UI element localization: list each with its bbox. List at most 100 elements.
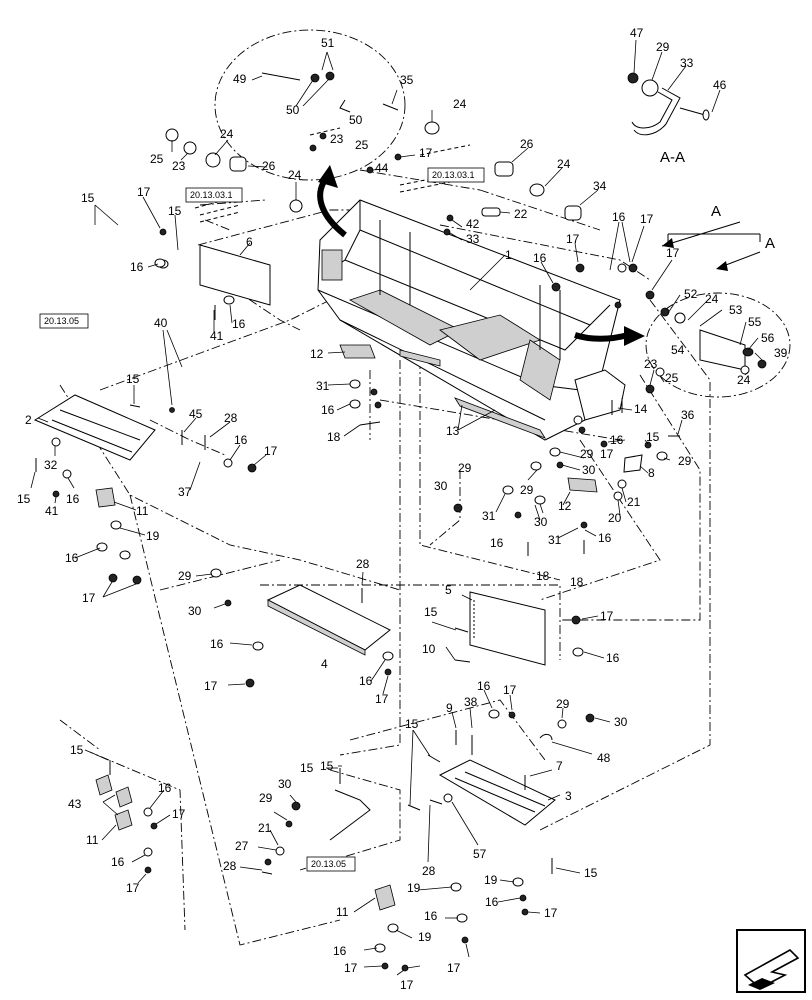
callout-c5: 5 <box>445 583 452 597</box>
callout-c23a: 23 <box>330 132 344 146</box>
callout-c16f: 16 <box>234 433 248 447</box>
ref-text-1: 20.13.03.1 <box>190 190 233 200</box>
callout-c16t: 16 <box>333 944 347 958</box>
callout-c41b: 41 <box>45 504 59 518</box>
hardware-top <box>157 103 655 309</box>
callout-c29d: 29 <box>458 461 472 475</box>
callout-c38: 38 <box>464 695 478 709</box>
callout-c16q: 16 <box>111 855 125 869</box>
hardware-right <box>453 367 680 556</box>
callout-c57: 57 <box>473 847 487 861</box>
callout-c31a: 31 <box>316 379 330 393</box>
callout-c19a: 19 <box>146 529 160 543</box>
callout-c51: 51 <box>321 36 335 50</box>
callout-c16r: 16 <box>485 895 499 909</box>
callout-c16p: 16 <box>158 781 172 795</box>
callout-c8: 8 <box>648 466 655 480</box>
callout-c18a: 18 <box>327 430 341 444</box>
callout-c30e: 30 <box>614 715 628 729</box>
callout-c15g: 15 <box>405 717 419 731</box>
callout-c36: 36 <box>681 408 695 422</box>
callout-c16c: 16 <box>612 210 626 224</box>
callout-c24f: 24 <box>737 373 751 387</box>
tray-2 <box>33 394 156 461</box>
callout-c16h: 16 <box>66 492 80 506</box>
callout-c30f: 30 <box>278 777 292 791</box>
callout-c33a: 33 <box>466 232 480 246</box>
callout-c15c: 15 <box>126 372 140 386</box>
callout-c48: 48 <box>597 751 611 765</box>
callout-c21a: 21 <box>627 495 641 509</box>
callout-c16n: 16 <box>606 651 620 665</box>
callout-c23b: 23 <box>172 159 186 173</box>
callout-c15j: 15 <box>320 759 334 773</box>
ref-box-2 <box>427 167 485 183</box>
callout-c17k: 17 <box>600 609 614 623</box>
callout-c17f: 17 <box>264 444 278 458</box>
callout-c50b: 50 <box>349 113 363 127</box>
callout-c29f: 29 <box>178 569 192 583</box>
callout-c18b: 18 <box>536 569 550 583</box>
callout-c30b: 30 <box>434 479 448 493</box>
callout-c19b: 19 <box>407 881 421 895</box>
panel-5 <box>469 591 546 666</box>
callout-c42: 42 <box>466 217 480 231</box>
callout-c17g: 17 <box>600 447 614 461</box>
callout-c17p: 17 <box>344 961 358 975</box>
callout-c29b: 29 <box>678 454 692 468</box>
callout-c26a: 26 <box>262 159 276 173</box>
callout-c17a: 17 <box>419 146 433 160</box>
callout-c16d: 16 <box>232 317 246 331</box>
callout-c16j: 16 <box>490 536 504 550</box>
callout-c11a: 11 <box>136 504 149 518</box>
callout-c10: 10 <box>422 642 436 656</box>
callout-c24e: 24 <box>705 292 719 306</box>
hardware-lower <box>35 258 595 972</box>
strip-12b <box>567 477 598 493</box>
callout-c17o: 17 <box>544 906 558 920</box>
callout-c17b: 17 <box>137 185 151 199</box>
callout-c52: 52 <box>684 287 698 301</box>
ref-text-2: 20.13.03.1 <box>432 170 475 180</box>
callout-c16a: 16 <box>130 260 144 274</box>
callout-c16o: 16 <box>477 679 491 693</box>
callout-c25a: 25 <box>355 138 369 152</box>
callout-c15a: 15 <box>81 191 95 205</box>
callout-c3: 3 <box>565 789 572 803</box>
callout-c44: 44 <box>375 161 389 175</box>
section-arrow-a-right: A <box>765 235 775 252</box>
callout-c17r: 17 <box>447 961 461 975</box>
callout-c15k: 15 <box>584 866 598 880</box>
callout-c17c: 17 <box>640 212 654 226</box>
callout-c40: 40 <box>154 316 168 330</box>
section-arrow-a-top: A <box>711 203 721 220</box>
main-frame <box>317 199 626 441</box>
callout-c17l: 17 <box>503 683 517 697</box>
panel-6 <box>199 244 271 306</box>
callout-c28d: 28 <box>422 864 436 878</box>
callout-c2: 2 <box>25 413 32 427</box>
navigation-icon[interactable] <box>736 929 806 993</box>
callout-c30c: 30 <box>534 515 548 529</box>
callout-c9: 9 <box>446 701 453 715</box>
callout-c19d: 19 <box>418 930 432 944</box>
callout-c27: 27 <box>235 839 249 853</box>
callout-c29g: 29 <box>556 697 570 711</box>
callout-c54: 54 <box>671 343 685 357</box>
callout-c24b: 24 <box>220 127 234 141</box>
callout-c20: 20 <box>608 511 622 525</box>
ref-box-1 <box>185 187 243 203</box>
tray-4 <box>266 584 391 656</box>
strip-12a <box>339 344 376 359</box>
callout-c29c: 29 <box>580 447 594 461</box>
callout-c16k: 16 <box>598 531 612 545</box>
callout-c46: 46 <box>713 78 727 92</box>
callout-c15b: 15 <box>168 204 182 218</box>
callout-c14: 14 <box>634 402 648 416</box>
callout-c37: 37 <box>178 485 192 499</box>
callout-c24c: 24 <box>288 168 302 182</box>
callout-c17m: 17 <box>172 807 186 821</box>
